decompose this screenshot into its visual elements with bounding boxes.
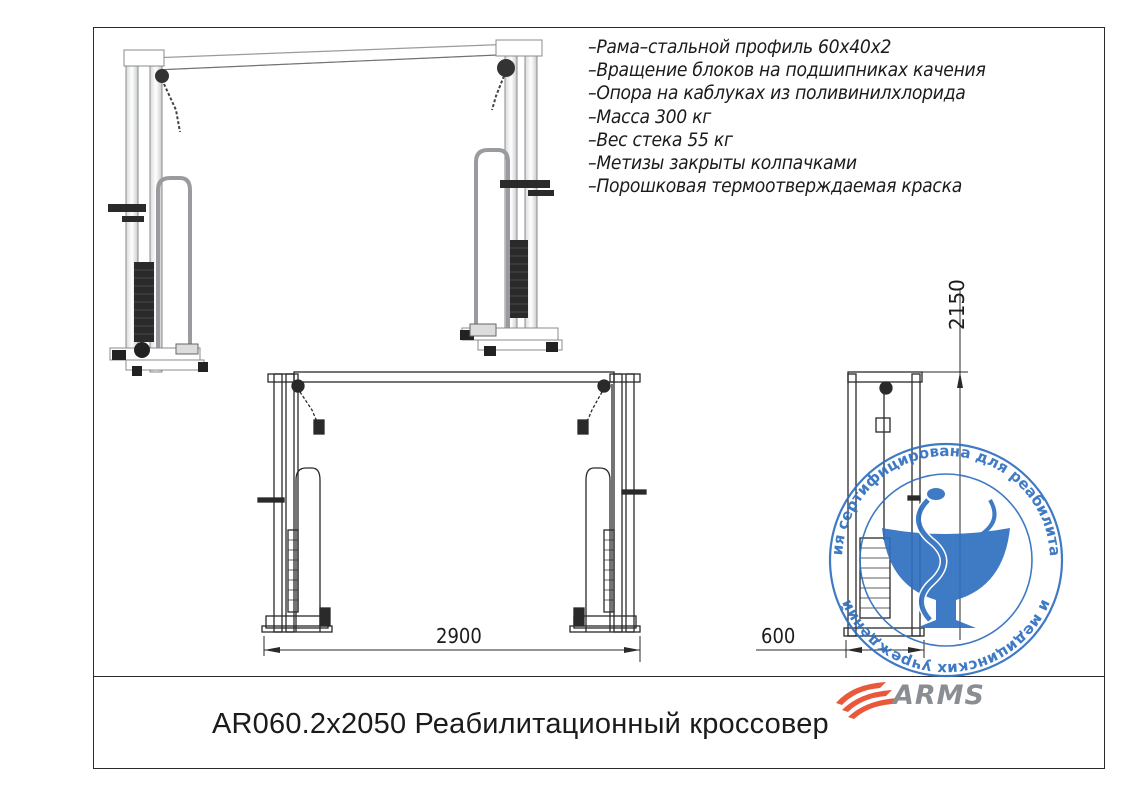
spec-item: –Вес стека 55 кг bbox=[588, 129, 733, 151]
brand-logo-text: ARMS bbox=[893, 680, 986, 711]
brand-logo-mark bbox=[836, 682, 898, 719]
spec-item: –Метизы закрыты колпачками bbox=[588, 153, 857, 175]
spec-item: –Масса 300 кг bbox=[588, 106, 712, 128]
spec-item: –Порошковая термоотверждаемая краска bbox=[588, 176, 962, 198]
caduceus-bowl-icon bbox=[882, 488, 1010, 628]
width-dimension-label: 2900 bbox=[436, 624, 482, 648]
height-dimension-label: 2150 bbox=[945, 279, 969, 330]
front-view-drawing bbox=[257, 371, 647, 662]
sheet-frame bbox=[93, 27, 1105, 769]
perspective-render bbox=[108, 39, 563, 376]
spec-item: –Вращение блоков на подшипниках качения bbox=[588, 60, 986, 82]
side-view-drawing bbox=[756, 290, 968, 658]
title-block-divider bbox=[93, 676, 1105, 677]
spec-item: –Рама–стальной профиль 60х40х2 bbox=[588, 37, 892, 58]
spec-list: –Рама–стальной профиль 60х40х2 –Вращение… bbox=[588, 36, 1015, 198]
product-title: AR060.2х2050 Реабилитационный кроссовер bbox=[212, 708, 829, 740]
depth-dimension-label: 600 bbox=[761, 624, 796, 648]
spec-item: –Опора на каблуках из поливинилхлорида bbox=[588, 83, 966, 105]
